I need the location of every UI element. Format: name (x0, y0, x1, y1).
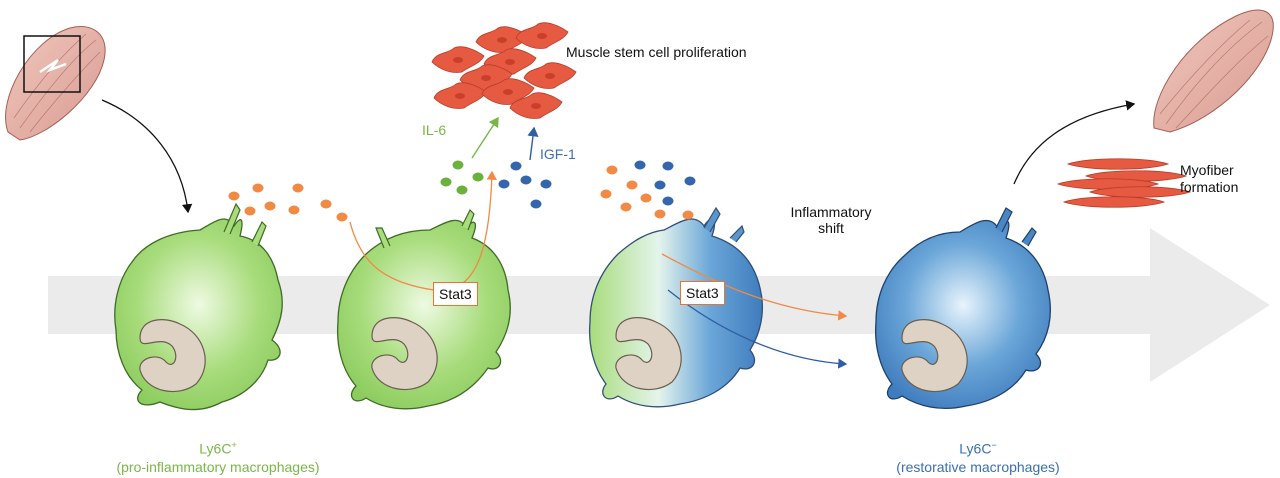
label-ly6c-negative: Ly6C− (restorative macrophages) (896, 440, 1060, 475)
muscle-stem-cells (431, 22, 577, 120)
arrow-il6-to-stem (471, 116, 499, 159)
healed-muscle (1153, 9, 1274, 133)
macrophage-stat3-activated (336, 208, 511, 410)
arrow-restorative-to-muscle (1013, 100, 1136, 185)
nucleus (901, 319, 968, 393)
label-inflammatory-shift: Inflammatory shift (790, 204, 872, 236)
igf1-dots (498, 161, 552, 209)
arrow-orange-to-restorative (661, 253, 848, 321)
arrow-igf1-to-stem (527, 126, 539, 161)
myofibers (1057, 158, 1191, 208)
macrophage-restorative (874, 207, 1051, 409)
cytokines-mixed (600, 160, 696, 220)
arrow-muscle-to-macrophage (101, 99, 193, 214)
label-il6: IL-6 (422, 122, 447, 138)
stat3-box-1: Stat3 (433, 282, 478, 306)
label-myofiber-formation: Myofiber formation (1180, 162, 1239, 195)
nucleus (139, 319, 206, 393)
label-stem-cell-proliferation: Muscle stem cell proliferation (566, 44, 747, 60)
label-igf1: IGF-1 (540, 146, 576, 162)
cytokines-orange-1 (228, 183, 348, 222)
stat3-box-2: Stat3 (680, 281, 725, 305)
nucleus (615, 317, 682, 391)
macrophage-transitioning (588, 206, 763, 408)
macrophage-pro-inflammatory (114, 202, 283, 411)
il6-dots (440, 160, 484, 195)
injured-muscle (5, 26, 106, 141)
nucleus (371, 317, 438, 391)
label-ly6c-positive: Ly6C+ (pro-inflammatory macrophages) (116, 440, 320, 475)
